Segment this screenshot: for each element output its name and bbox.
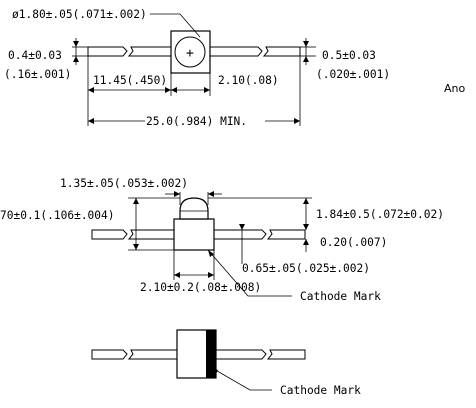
top-right-lead — [209, 46, 301, 57]
lead-width-arrow-top — [73, 41, 79, 47]
bw-arrow-left — [174, 272, 180, 278]
lead-length-arrow-right — [165, 87, 171, 93]
lens-diameter-label: ø1.80±.05(.071±.002) — [12, 8, 147, 21]
top-center-mark: + — [186, 46, 194, 61]
lead-thick-arrow-bottom — [303, 56, 309, 62]
side-anode-label: Ano — [444, 82, 465, 95]
lead-thick-arrow-top — [303, 41, 309, 47]
top-lens-circle — [174, 36, 206, 68]
cathode-label-bottom: Cathode Mark — [280, 384, 361, 397]
side-view: 1.35±.05(.053±.002) 70±0.1(.106±.004) 1.… — [0, 177, 444, 303]
th-arrow-bottom — [303, 224, 309, 230]
body-half-arrow-left — [171, 87, 177, 93]
overall-length-label: 25.0(.984) MIN. — [146, 115, 247, 128]
lens-width-label: 1.35±.05(.053±.002) — [60, 177, 188, 190]
top-view: + ø1.80±.05(.071±.002) 0.4±0.03 (.16±.00… — [4, 8, 465, 128]
body-height-label: 70±0.1(.106±.004) — [0, 209, 115, 222]
overall-arrow-left — [88, 118, 94, 124]
cathode-leader-bottom — [211, 367, 272, 391]
th-arrow-top — [303, 198, 309, 204]
lead-dia-label: 0.65±.05(.025±.002) — [242, 262, 370, 275]
body-width-label: 2.10±0.2(.08±.008) — [140, 281, 261, 294]
cathode-arrow-bottom — [212, 368, 218, 374]
diameter-leader-diag — [179, 13, 201, 38]
lead-length-label: 11.45(.450) — [93, 74, 167, 87]
side-left-lead — [91, 229, 175, 240]
bh-arrow-bottom — [133, 244, 139, 250]
side-lens-dome — [179, 197, 209, 220]
cathode-band — [206, 330, 216, 378]
lens-width-arrow — [174, 191, 180, 197]
top-left-lead — [87, 46, 172, 57]
lead-thick-mm: 0.5±0.03 — [322, 49, 376, 62]
lead-width-arrow-bottom — [73, 56, 79, 62]
side-right-lead — [213, 229, 306, 240]
overall-arrow-right — [294, 118, 300, 124]
lead-gap-label: 0.20(.007) — [320, 236, 387, 249]
lead-thick-in: (.020±.001) — [316, 68, 390, 81]
lens-width-arrow-r — [208, 191, 214, 197]
top-body — [170, 30, 211, 74]
gap-arrow — [303, 239, 309, 245]
total-height-label: 1.84±0.5(.072±0.02) — [316, 208, 444, 221]
cathode-label-side: Cathode Mark — [300, 290, 381, 303]
side-body — [173, 218, 215, 251]
body-half-label: 2.10(.08) — [218, 74, 279, 87]
bw-arrow-right — [208, 272, 214, 278]
lead-width-mm: 0.4±0.03 — [8, 49, 62, 62]
bottom-right-lead — [215, 349, 306, 360]
bh-arrow-top — [133, 198, 139, 204]
body-half-arrow-right — [204, 87, 210, 93]
bottom-view: Cathode Mark — [91, 329, 361, 397]
lead-width-in: (.16±.001) — [4, 68, 71, 81]
lead-dia-arrow — [239, 224, 245, 230]
cathode-leader-side — [207, 249, 292, 297]
cathode-arrow-side — [208, 250, 214, 257]
bottom-left-lead — [91, 349, 178, 360]
lead-length-arrow-left — [88, 87, 94, 93]
